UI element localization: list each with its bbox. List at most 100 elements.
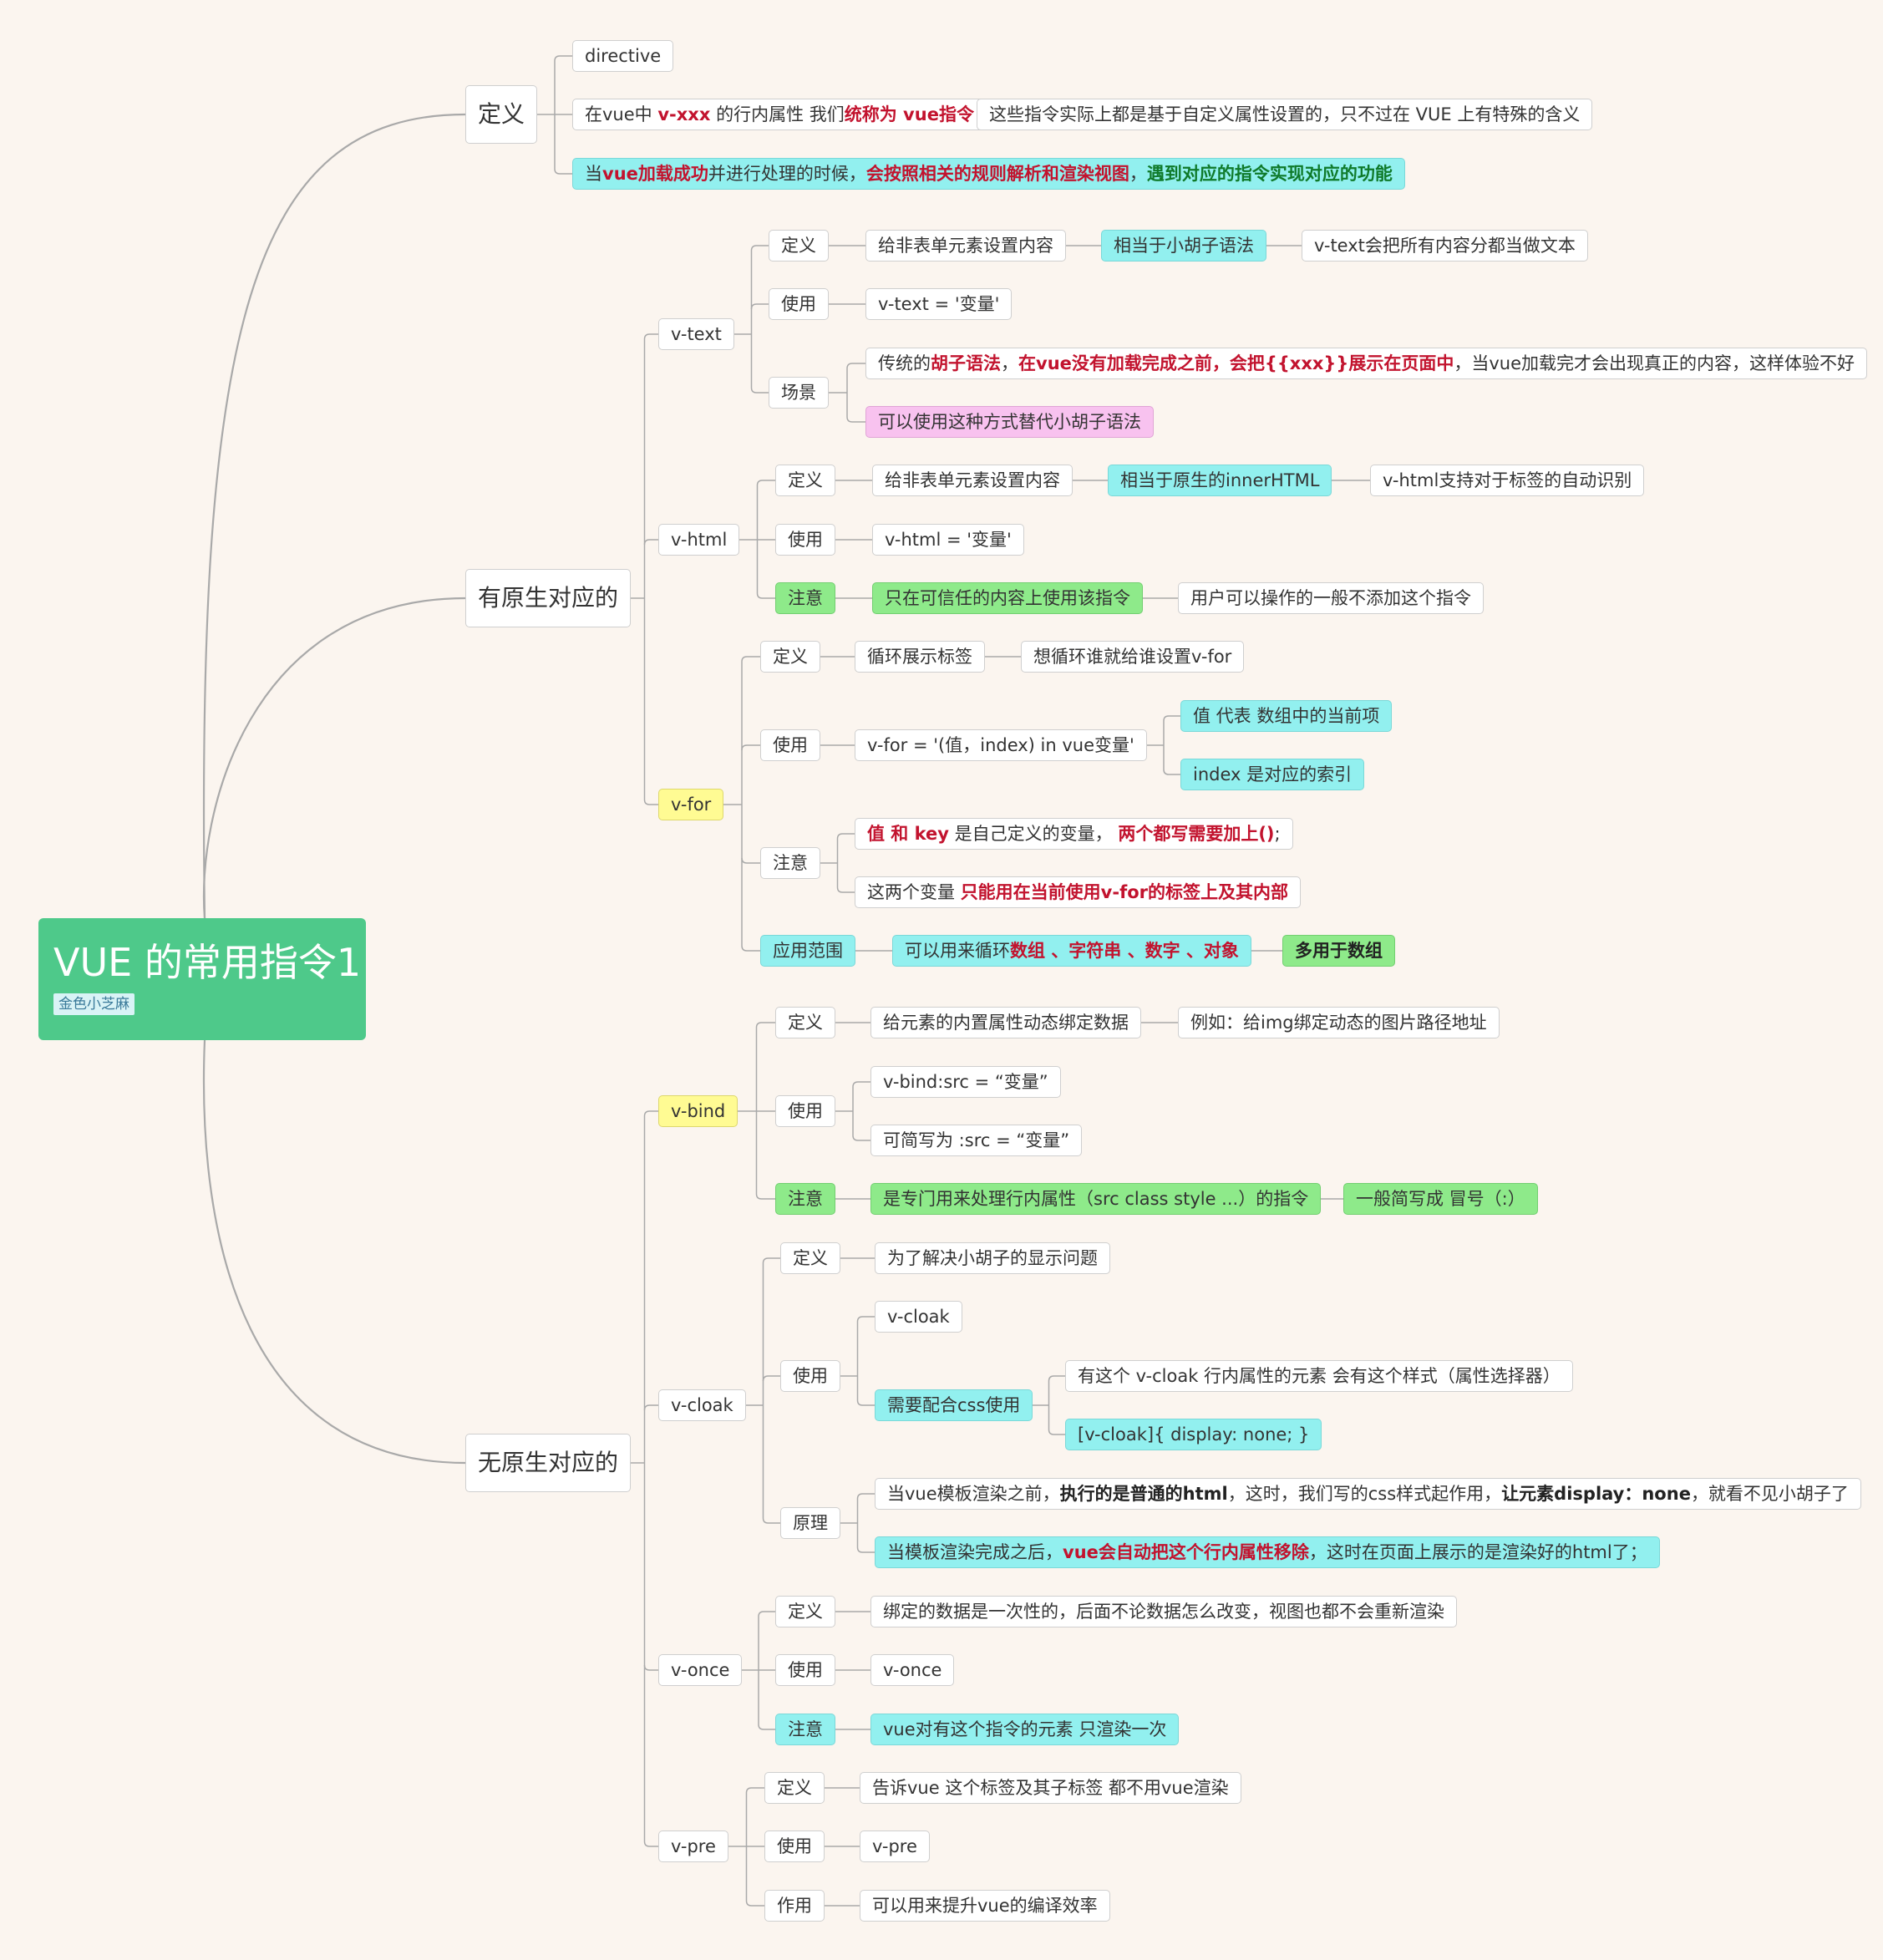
v-cloak-attribute-selector-note[interactable]: 有这个 v-cloak 行内属性的元素 会有这个样式（属性选择器） — [1065, 1360, 1573, 1392]
v-html-tag-recognition[interactable]: v-html支持对于标签的自动识别 — [1370, 465, 1645, 496]
v-for-variable-scope[interactable]: 这两个变量 只能用在当前使用v-for的标签上及其内部 — [855, 876, 1302, 908]
v-once-render-once[interactable]: vue对有这个指令的元素 只渲染一次 — [870, 1714, 1180, 1745]
directive-v-bind[interactable]: v-bind — [658, 1095, 738, 1127]
v-for-def-usage-note[interactable]: 想循环谁就给谁设置v-for — [1021, 641, 1245, 673]
connector-line — [758, 1611, 775, 1617]
v-text-definition[interactable]: 定义 — [769, 230, 829, 262]
v-for-def-loop[interactable]: 循环展示标签 — [855, 641, 985, 673]
root-label-tag: 金色小芝麻 — [53, 993, 134, 1015]
connector-line — [836, 833, 855, 840]
v-pre-compile-efficiency[interactable]: 可以用来提升vue的编译效率 — [860, 1890, 1110, 1922]
v-pre-effect[interactable]: 作用 — [764, 1890, 825, 1922]
topic-custom-attribute-note[interactable]: 这些指令实际上都是基于自定义属性设置的，只不过在 VUE 上有特殊的含义 — [977, 99, 1593, 130]
v-cloak-usage[interactable]: 使用 — [780, 1360, 840, 1392]
v-for-application-scope[interactable]: 应用范围 — [760, 935, 855, 967]
branch-no-native-equivalent[interactable]: 无原生对应的 — [465, 1434, 632, 1492]
connector-line — [750, 245, 769, 251]
connector-line — [741, 744, 760, 751]
directive-v-cloak[interactable]: v-cloak — [658, 1389, 746, 1421]
v-once-def-content[interactable]: 绑定的数据是一次性的，后面不论数据怎么改变，视图也都不会重新渲染 — [870, 1596, 1457, 1627]
connector-line — [856, 1399, 875, 1406]
branch-native-equivalent[interactable]: 有原生对应的 — [465, 569, 632, 627]
v-once-usage-syntax[interactable]: v-once — [870, 1654, 955, 1686]
v-for-variables-note[interactable]: 值 和 key 是自己定义的变量， 两个都写需要加上(); — [855, 818, 1293, 850]
directive-v-once[interactable]: v-once — [658, 1654, 743, 1686]
connector-line — [755, 1022, 775, 1028]
connector-line — [756, 592, 775, 599]
v-cloak-definition[interactable]: 定义 — [780, 1242, 840, 1274]
directive-v-pre[interactable]: v-pre — [658, 1831, 728, 1862]
connector-line — [856, 1316, 875, 1323]
v-for-index-meaning[interactable]: index 是对应的索引 — [1180, 759, 1365, 790]
v-bind-caution[interactable]: 注意 — [775, 1183, 835, 1215]
v-cloak-def-content[interactable]: 为了解决小胡子的显示问题 — [875, 1242, 1110, 1274]
connector-line — [762, 1375, 780, 1382]
v-bind-inline-attribute-note[interactable]: 是专门用来处理行内属性（src class style ...）的指令 — [870, 1183, 1322, 1215]
directive-v-text[interactable]: v-text — [658, 318, 734, 350]
v-once-definition[interactable]: 定义 — [775, 1596, 835, 1627]
v-text-scenario[interactable]: 场景 — [769, 377, 829, 409]
v-html-trusted-content-only[interactable]: 只在可信任的内容上使用该指令 — [872, 582, 1143, 614]
v-html-innerhtml-equivalent[interactable]: 相当于原生的innerHTML — [1108, 465, 1332, 496]
v-text-as-text-note[interactable]: v-text会把所有内容分都当做文本 — [1302, 230, 1588, 262]
connector-line — [643, 1404, 658, 1411]
v-cloak-principle[interactable]: 原理 — [780, 1507, 840, 1539]
v-text-usage[interactable]: 使用 — [769, 288, 829, 320]
directive-v-html[interactable]: v-html — [658, 524, 740, 556]
v-bind-example[interactable]: 例如：给img绑定动态的图片路径地址 — [1178, 1007, 1500, 1038]
v-once-usage[interactable]: 使用 — [775, 1654, 835, 1686]
connector-line — [1163, 715, 1180, 722]
connector-line — [762, 1257, 780, 1264]
directive-v-for[interactable]: v-for — [658, 789, 724, 820]
v-cloak-before-render[interactable]: 当vue模板渲染之前，执行的是普通的html，这时，我们写的css样式起作用，让… — [875, 1478, 1861, 1510]
v-bind-colon-shorthand[interactable]: 一般简写成 冒号（:） — [1343, 1183, 1538, 1215]
v-cloak-after-render[interactable]: 当模板渲染完成之后，vue会自动把这个行内属性移除，这时在页面上展示的是渲染好的… — [875, 1536, 1660, 1568]
connector-line — [643, 1110, 658, 1117]
v-bind-usage[interactable]: 使用 — [775, 1095, 835, 1127]
v-bind-full-syntax[interactable]: v-bind:src = “变量” — [870, 1066, 1061, 1098]
v-for-usage-syntax[interactable]: v-for = '(值，index) in vue变量' — [855, 729, 1147, 761]
v-text-scenario-problem[interactable]: 传统的胡子语法，在vue没有加载完成之前，会把{{xxx}}展示在页面中，当vu… — [865, 348, 1867, 379]
connector-line — [755, 1193, 775, 1200]
v-pre-definition[interactable]: 定义 — [764, 1772, 825, 1804]
v-cloak-attribute[interactable]: v-cloak — [875, 1301, 962, 1333]
v-pre-usage[interactable]: 使用 — [764, 1831, 825, 1862]
v-for-usage[interactable]: 使用 — [760, 729, 820, 761]
v-text-def-content[interactable]: 给非表单元素设置内容 — [865, 230, 1066, 262]
v-once-caution[interactable]: 注意 — [775, 1714, 835, 1745]
connector-line — [1048, 1375, 1065, 1382]
v-html-usage[interactable]: 使用 — [775, 524, 835, 556]
root-topic[interactable]: VUE 的常用指令1 金色小芝麻 — [38, 918, 366, 1040]
v-for-caution[interactable]: 注意 — [760, 847, 820, 879]
v-bind-shorthand-syntax[interactable]: 可简写为 :src = “变量” — [870, 1125, 1083, 1156]
v-for-definition[interactable]: 定义 — [760, 641, 820, 673]
connector-line — [741, 945, 760, 952]
v-html-definition[interactable]: 定义 — [775, 465, 835, 496]
branch-definition[interactable]: 定义 — [465, 85, 538, 144]
v-text-scenario-solution[interactable]: 可以使用这种方式替代小胡子语法 — [865, 406, 1154, 438]
topic-vue-directive-definition[interactable]: 在vue中 v-xxx 的行内属性 我们统称为 vue指令 — [572, 99, 987, 130]
connector-line — [643, 799, 658, 805]
v-for-mostly-arrays[interactable]: 多用于数组 — [1282, 935, 1395, 967]
v-html-usage-syntax[interactable]: v-html = '变量' — [872, 524, 1024, 556]
topic-vue-processing[interactable]: 当vue加载成功并进行处理的时候，会按照相关的规则解析和渲染视图，遇到对应的指令… — [572, 158, 1405, 190]
v-text-mustache-equivalent[interactable]: 相当于小胡子语法 — [1101, 230, 1266, 262]
v-text-usage-syntax[interactable]: v-text = '变量' — [865, 288, 1013, 320]
v-bind-def-content[interactable]: 给元素的内置属性动态绑定数据 — [870, 1007, 1141, 1038]
v-pre-def-content[interactable]: 告诉vue 这个标签及其子标签 都不用vue渲染 — [860, 1772, 1241, 1804]
v-html-user-content-warning[interactable]: 用户可以操作的一般不添加这个指令 — [1178, 582, 1484, 614]
connector-line — [554, 55, 572, 62]
v-for-loop-targets[interactable]: 可以用来循环数组 、字符串 、数字 、对象 — [892, 935, 1251, 967]
v-bind-definition[interactable]: 定义 — [775, 1007, 835, 1038]
connector-line — [762, 1517, 780, 1524]
v-for-value-meaning[interactable]: 值 代表 数组中的当前项 — [1180, 700, 1393, 732]
v-pre-usage-syntax[interactable]: v-pre — [860, 1831, 930, 1862]
v-cloak-css-rule[interactable]: [v-cloak]{ display: none; } — [1065, 1419, 1322, 1450]
connector-line — [836, 886, 855, 893]
v-html-caution[interactable]: 注意 — [775, 582, 835, 614]
connector-line — [643, 1664, 658, 1671]
v-html-def-content[interactable]: 给非表单元素设置内容 — [872, 465, 1073, 496]
topic-directive[interactable]: directive — [572, 40, 674, 72]
v-cloak-needs-css[interactable]: 需要配合css使用 — [875, 1389, 1033, 1421]
